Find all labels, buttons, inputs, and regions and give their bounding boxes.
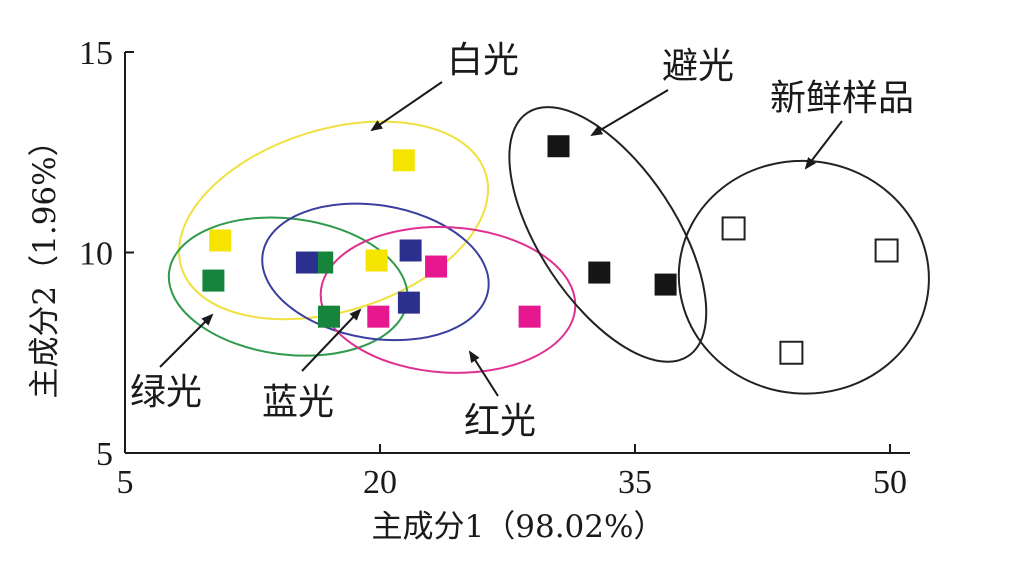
data-point — [367, 305, 390, 328]
cluster-ellipse — [508, 106, 708, 363]
data-point — [397, 291, 420, 314]
cluster-ellipse — [677, 159, 930, 395]
label-white-light: 白光 — [447, 40, 519, 81]
data-points — [202, 135, 899, 365]
annotation-labels: 白光 避光 新鲜样品 绿光 蓝光 红光 — [130, 40, 914, 442]
cluster-ellipse — [261, 202, 490, 342]
y-tick-label: 15 — [79, 35, 113, 72]
data-point — [588, 261, 611, 284]
y-axis-title: 主成分2（1.96%） — [27, 125, 63, 398]
y-tick-label: 10 — [79, 236, 113, 273]
cluster-ellipse — [319, 226, 577, 374]
x-tick-label: 35 — [618, 464, 652, 501]
y-tick-label: 5 — [96, 436, 113, 473]
arrow-white-light — [370, 81, 443, 132]
cluster-ellipse — [178, 120, 490, 321]
data-point — [779, 340, 804, 365]
x-axis-title: 主成分1（98.02%） — [372, 509, 665, 545]
arrow-green-light — [159, 313, 214, 368]
arrow-blue-light — [301, 308, 362, 372]
arrow-dark — [590, 89, 669, 137]
x-tick-label: 50 — [873, 464, 907, 501]
data-point — [654, 273, 677, 296]
data-point — [295, 251, 318, 274]
label-red-light: 红光 — [464, 401, 536, 442]
data-point — [874, 238, 899, 263]
data-point — [425, 255, 448, 278]
axis-ticks: 5 20 35 50 5 10 15 — [79, 35, 907, 501]
data-point — [399, 239, 422, 262]
label-blue-light: 蓝光 — [262, 382, 334, 423]
data-point — [209, 229, 232, 252]
x-tick-label: 20 — [363, 464, 397, 501]
data-point — [721, 216, 746, 241]
x-tick-label: 5 — [117, 464, 134, 501]
data-point — [202, 269, 225, 292]
arrow-fresh — [804, 120, 843, 170]
cluster-ellipses — [167, 106, 930, 395]
data-point — [547, 135, 570, 158]
data-point — [392, 149, 415, 172]
label-green-light: 绿光 — [130, 372, 202, 413]
data-point — [518, 305, 541, 328]
label-fresh-sample: 新鲜样品 — [770, 78, 914, 119]
cluster-ellipse — [167, 216, 409, 357]
data-point — [365, 249, 388, 272]
annotation-arrows — [159, 81, 843, 397]
arrow-red-light — [468, 350, 499, 397]
label-dark: 避光 — [662, 46, 734, 87]
data-point — [318, 305, 340, 328]
